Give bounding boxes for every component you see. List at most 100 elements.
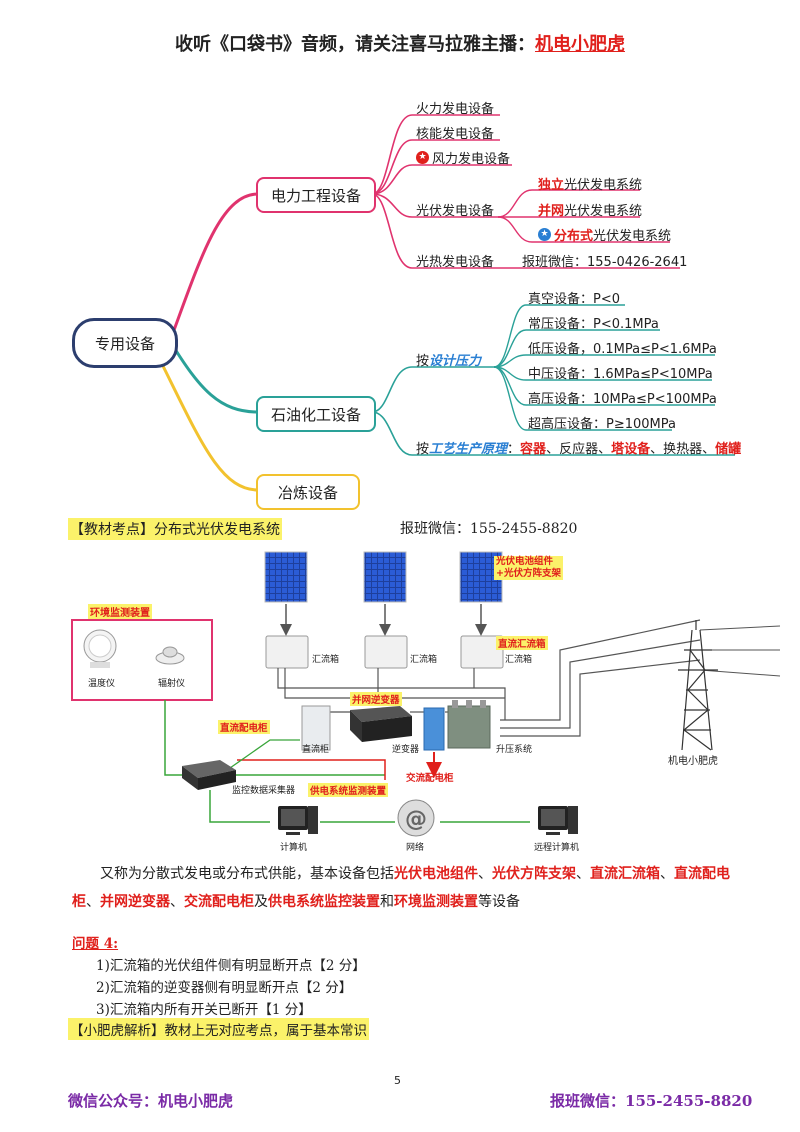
section-tag: 【教材考点】分布式光伏发电系统 (68, 518, 282, 540)
combiner-box (364, 635, 408, 669)
power-item-nuclear: 核能发电设备 (416, 127, 495, 142)
data-collector (182, 760, 236, 790)
combiner-box (460, 635, 504, 669)
intro-paragraph: 又称为分散式发电或分布式供能，基本设备包括光伏电池组件、光伏方阵支架、直流汇流箱… (72, 860, 752, 916)
para-seg: 、 (170, 894, 184, 910)
para-key: 光伏方阵支架 (492, 866, 576, 882)
question-item: 1)汇流箱的光伏组件侧有明显断开点【2 分】 (96, 958, 366, 974)
para-key: 交流配电柜 (184, 894, 254, 910)
network-icon: @ (397, 799, 435, 837)
question-item: 2)汇流箱的逆变器侧有明显断开点【2 分】 (96, 980, 353, 996)
proc-reactor: 、反应器、 (546, 442, 612, 457)
power-item-thermal: 火力发电设备 (416, 102, 495, 117)
dc-cabinet (301, 705, 331, 751)
radiation-label: 辐射仪 (158, 679, 186, 689)
transformer (447, 700, 491, 749)
thermometer-icon (83, 629, 117, 668)
para-key: 环境监测装置 (394, 894, 478, 910)
mindmap-contact: 报班微信：155-0426-2641 (522, 255, 688, 270)
network-label: 网络 (406, 843, 425, 853)
stepup-label: 升压系统 (496, 745, 533, 755)
power-item-solar-thermal: 光热发电设备 (416, 255, 495, 270)
para-seg: 、 (478, 866, 492, 882)
pv-panel (363, 551, 407, 603)
remote-label: 远程计算机 (534, 843, 580, 853)
pv-distributed-key: 分布式 (554, 229, 594, 244)
env-monitor-box (71, 619, 213, 701)
pressure-item: 常压设备：P<0.1MPa (528, 317, 659, 332)
ac-cabinet-note: 交流配电柜 (406, 773, 454, 784)
inverter-note: 并网逆变器 (350, 692, 402, 706)
star-icon: ★ (538, 228, 551, 241)
para-key: 光伏电池组件 (394, 866, 478, 882)
footer-right: 报班微信：155-2455-8820 (550, 1092, 753, 1110)
proc-prefix: 按 (416, 442, 430, 457)
pressure-item: 超高压设备：P≥100MPa (528, 417, 676, 432)
para-key: 并网逆变器 (100, 894, 170, 910)
para-key: 供电系统监控装置 (268, 894, 380, 910)
supply-monitor-box (237, 759, 386, 780)
dc-cabinet-note: 直流配电柜 (218, 720, 270, 734)
thermo-label: 温度仪 (88, 679, 116, 689)
dc-combiner-note: 直流汇流箱 (496, 636, 548, 650)
star-icon: ★ (416, 151, 429, 164)
pv-standalone: 独立光伏发电系统 (538, 174, 642, 193)
para-seg: 、 (660, 866, 674, 882)
proc-sep: ： (507, 442, 521, 457)
pv-standalone-rest: 光伏发电系统 (564, 178, 643, 193)
radiometer-icon (155, 646, 185, 665)
page-number: 5 (394, 1074, 401, 1087)
question-title: 问题 4: (72, 936, 119, 952)
branch-petrochem: 石油化工设备 (256, 396, 376, 432)
pressure-item: 中压设备：1.6MPa≤P<10MPa (528, 367, 713, 382)
collector-label: 监控数据采集器 (232, 786, 296, 796)
pv-panel (264, 551, 308, 603)
analysis-note: 【小肥虎解析】教材上无对应考点，属于基本常识 (68, 1018, 369, 1040)
inverter (350, 706, 412, 742)
branch-power-label: 电力工程设备 (270, 186, 361, 205)
para-seg: 、 (86, 894, 100, 910)
section-contact: 报班微信：155-2455-8820 (400, 521, 578, 537)
pv-standalone-key: 独立 (538, 178, 565, 193)
combiner-label: 汇流箱 (505, 655, 533, 665)
combiner-label: 汇流箱 (312, 655, 340, 665)
transmission-tower-icon (678, 620, 718, 751)
computer-icon (278, 806, 318, 835)
branch-power: 电力工程设备 (256, 177, 376, 213)
dc-cabinet-label: 直流柜 (302, 745, 330, 755)
footer-left: 微信公众号：机电小肥虎 (68, 1092, 234, 1110)
para-key: 直流汇流箱 (590, 866, 660, 882)
para-seg: 、 (576, 866, 590, 882)
ac-cabinet (423, 707, 445, 751)
tower-brand: 机电小肥虎 (668, 756, 718, 767)
pressure-item: 低压设备，0.1MPa≤P<1.6MPa (528, 342, 717, 357)
para-seg: 等设备 (478, 894, 520, 910)
proc-tower: 塔设备 (611, 442, 651, 457)
pv-note-1: 光伏电池组件 (496, 556, 554, 567)
pv-distributed: ★ 分布式光伏发电系统 (538, 225, 671, 244)
pv-distributed-rest: 光伏发电系统 (593, 229, 672, 244)
para-key: 直流配电柜 (72, 866, 730, 910)
power-item-wind: ★ 风力发电设备 (416, 148, 510, 167)
combiner-box (265, 635, 309, 669)
pv-grid-rest: 光伏发电系统 (564, 204, 643, 219)
proc-exchanger: 、换热器、 (650, 442, 716, 457)
process-node: 按工艺生产原理：容器、反应器、塔设备、换热器、储罐 (416, 438, 741, 457)
pv-grid: 并网光伏发电系统 (538, 200, 642, 219)
root-label: 专用设备 (94, 334, 155, 353)
power-item-pv: 光伏发电设备 (416, 204, 495, 219)
svg-text:@: @ (405, 807, 427, 832)
header-brand: 机电小肥虎 (535, 34, 625, 55)
branch-petrochem-label: 石油化工设备 (270, 405, 361, 424)
inverter-label: 逆变器 (392, 745, 420, 755)
env-title: 环境监测装置 (88, 604, 152, 619)
pv-note-2: +光伏方阵支架 (496, 568, 561, 579)
question-item: 3)汇流箱内所有开关已断开【1 分】 (96, 1002, 312, 1018)
proc-tank: 储罐 (715, 442, 742, 457)
proc-key: 工艺生产原理 (429, 442, 508, 457)
pressure-item: 真空设备：P<0 (528, 292, 621, 307)
para-seg: 又称为分散式发电或分布式供能，基本设备包括 (100, 866, 394, 882)
mindmap-root: 专用设备 (72, 318, 178, 368)
